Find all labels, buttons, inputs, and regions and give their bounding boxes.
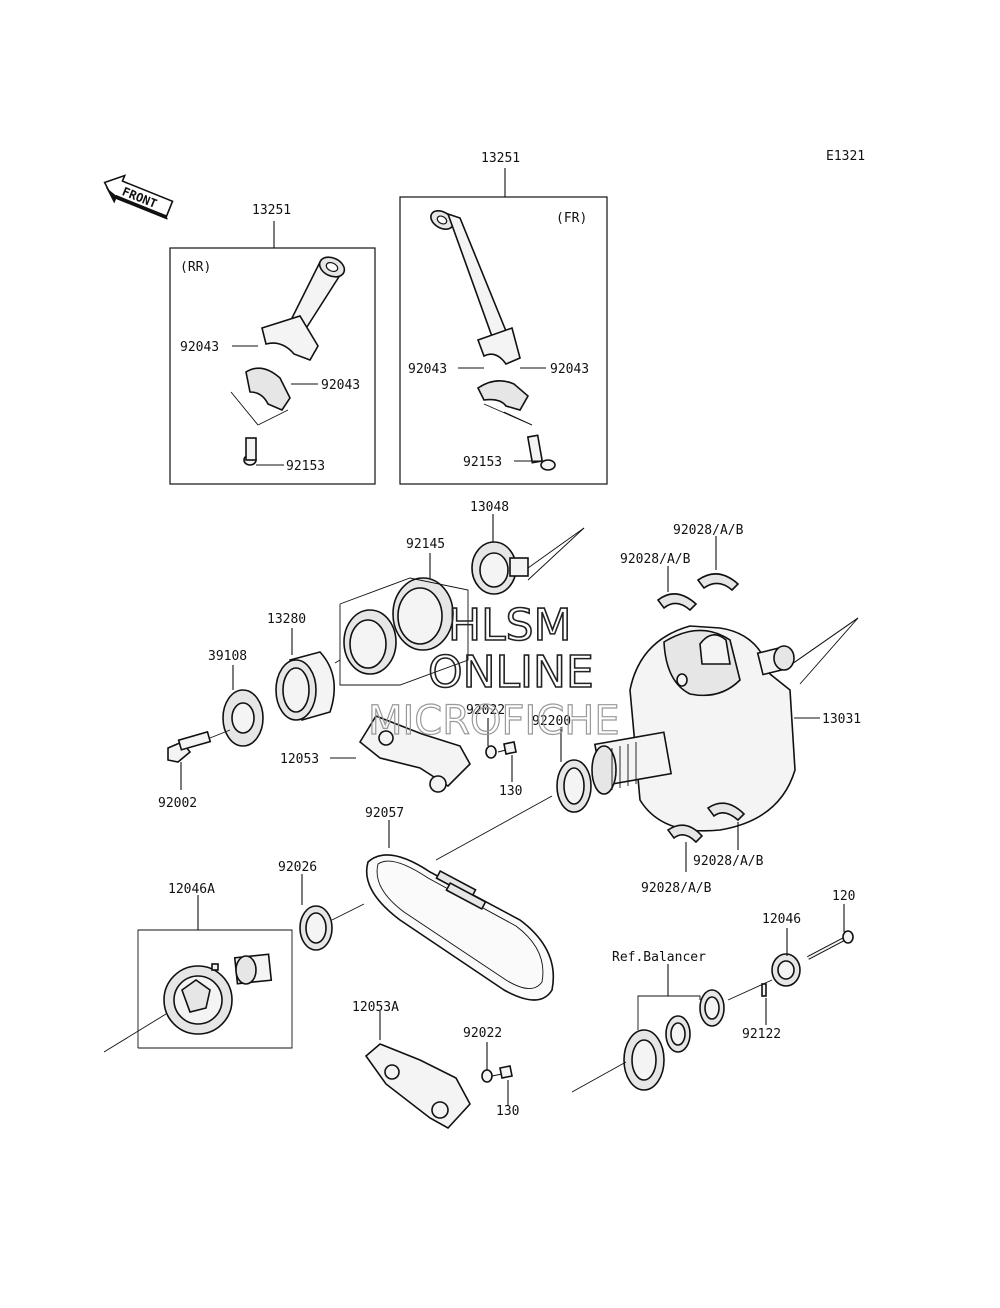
callout-92002: 92002 — [158, 796, 197, 811]
rr-callout-92043-b: 92043 — [321, 378, 360, 393]
part-92028-bearing-top-b — [696, 573, 740, 592]
fr-callout-92153: 92153 — [463, 455, 502, 470]
rear-rod-group: 13251 (RR) 92043 92043 92153 — [169, 203, 376, 485]
callout-92026: 92026 — [278, 860, 317, 875]
fr-callout-92043-b: 92043 — [550, 362, 589, 377]
part-12053A-chain-guide — [364, 1043, 471, 1130]
part-120-bolt — [807, 930, 854, 960]
callout-130-top: 130 — [499, 784, 522, 799]
part-92002-bolt — [167, 730, 212, 763]
callout-120: 120 — [832, 889, 855, 904]
callout-92022-top: 92022 — [466, 703, 505, 718]
watermark-line1: HLSM — [448, 600, 572, 651]
callout-13280: 13280 — [267, 612, 306, 627]
callout-13048: 13048 — [470, 500, 509, 515]
front-rod-group: 13251 (FR) 92043 92043 92153 — [399, 151, 608, 485]
part-92028-bearing-bottom-b — [706, 802, 746, 822]
callout-13031: 13031 — [822, 712, 861, 727]
callout-12053: 12053 — [280, 752, 319, 767]
diagram-code: E1321 — [826, 149, 865, 164]
callout-12046: 12046 — [762, 912, 801, 927]
callout-92028-bottom-2: 92028/A/B — [693, 854, 764, 869]
callout-12046A: 12046A — [168, 882, 215, 897]
part-92145-bearing — [343, 577, 454, 675]
fr-rod-part-number: 13251 — [481, 151, 520, 166]
part-13048-bushing — [471, 541, 529, 595]
part-39108-washer — [222, 689, 264, 747]
callout-92122: 92122 — [742, 1027, 781, 1042]
callout-130-bottom: 130 — [496, 1104, 519, 1119]
rr-callout-92043-a: 92043 — [180, 340, 219, 355]
callout-92057: 92057 — [365, 806, 404, 821]
callout-92200: 92200 — [532, 714, 571, 729]
part-13280-collar — [275, 651, 336, 722]
watermark: HLSM ONLINE MICROFICHE — [367, 599, 620, 744]
part-130-bolt-top — [497, 741, 517, 755]
watermark-line2: ONLINE — [428, 647, 594, 698]
rr-rod-part-number: 13251 — [252, 203, 291, 218]
rr-box-label: (RR) — [180, 260, 211, 275]
rr-callout-92153: 92153 — [286, 459, 325, 474]
callout-92145: 92145 — [406, 537, 445, 552]
part-130-bolt-bottom — [491, 1065, 513, 1079]
front-arrow-icon: FRONT — [103, 174, 174, 220]
part-92026-washer — [299, 905, 333, 951]
part-92028-bearing-top-a — [656, 593, 698, 612]
part-92057-cam-chain — [366, 854, 555, 1001]
part-12053-chain-guide — [358, 715, 471, 793]
front-connecting-rod — [430, 210, 556, 471]
rear-connecting-rod — [230, 256, 346, 466]
callout-12053A: 12053A — [352, 1000, 399, 1015]
watermark-line3: MICROFICHE — [368, 698, 620, 744]
callout-92028-top-1: 92028/A/B — [620, 552, 691, 567]
callout-ref-balancer: Ref.Balancer — [612, 950, 706, 965]
balancer-sprocket-group — [623, 989, 725, 1091]
part-13031-crankshaft — [591, 625, 796, 832]
part-92022-washer-top — [485, 745, 497, 759]
fr-box-label: (FR) — [556, 211, 587, 226]
callout-92022-bottom: 92022 — [463, 1026, 502, 1041]
part-12046-sprocket — [771, 953, 801, 987]
part-12046A-sprocket — [163, 953, 273, 1035]
callout-92028-top-2: 92028/A/B — [673, 523, 744, 538]
part-92028-bearing-bottom-a — [666, 824, 704, 844]
fr-callout-92043-a: 92043 — [408, 362, 447, 377]
callout-39108: 39108 — [208, 649, 247, 664]
part-92200-ring — [556, 759, 592, 813]
callout-92028-bottom-1: 92028/A/B — [641, 881, 712, 896]
part-92122-pin — [761, 983, 767, 997]
part-92022-washer-bottom — [481, 1069, 493, 1083]
